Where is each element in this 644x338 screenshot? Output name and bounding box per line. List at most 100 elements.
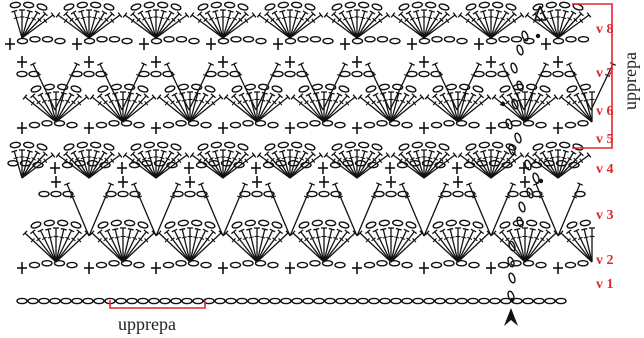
single-crochet bbox=[84, 262, 94, 274]
single-crochet bbox=[185, 176, 195, 188]
double-crochet bbox=[190, 231, 223, 262]
double-crochet bbox=[525, 229, 543, 262]
chain-stitch bbox=[580, 220, 591, 226]
double-crochet bbox=[257, 13, 290, 38]
double-crochet bbox=[123, 93, 141, 122]
double-crochet bbox=[138, 11, 156, 38]
chain-stitch bbox=[8, 161, 18, 166]
single-crochet bbox=[206, 38, 216, 50]
chain-stitch bbox=[244, 37, 254, 42]
chain-stitch bbox=[206, 71, 216, 76]
chain-stitch bbox=[311, 37, 321, 42]
double-crochet bbox=[324, 93, 342, 122]
chain-stitch bbox=[43, 37, 53, 42]
double-crochet bbox=[71, 151, 89, 178]
chain-stitch bbox=[109, 261, 119, 266]
chain-stitch bbox=[578, 121, 588, 126]
repeat-label-right: upprepa bbox=[620, 52, 641, 110]
single-crochet bbox=[553, 262, 563, 274]
row-label-8: v 8 bbox=[596, 22, 614, 38]
single-crochet bbox=[117, 162, 127, 174]
double-crochet bbox=[559, 231, 592, 262]
chain-stitch bbox=[191, 220, 201, 226]
chain-stitch bbox=[323, 38, 333, 43]
double-crochet bbox=[391, 231, 424, 262]
chain-stitch bbox=[97, 262, 107, 267]
chain-stitch bbox=[566, 221, 577, 229]
single-crochet bbox=[5, 38, 15, 50]
chain-stitch bbox=[170, 3, 181, 11]
chain-stitch bbox=[281, 298, 291, 303]
chain-stitch bbox=[286, 38, 296, 43]
chain-stitch bbox=[518, 201, 526, 212]
double-crochet bbox=[339, 151, 357, 178]
double-crochet bbox=[540, 11, 558, 38]
single-crochet bbox=[84, 122, 94, 134]
chain-stitch bbox=[353, 38, 363, 43]
chain-stitch bbox=[285, 71, 295, 76]
chain-stitch bbox=[492, 2, 502, 8]
chain-stitch bbox=[432, 122, 442, 127]
chain-stitch bbox=[402, 122, 412, 127]
chain-stitch bbox=[17, 71, 27, 76]
chain-stitch bbox=[556, 298, 566, 303]
chain-stitch bbox=[85, 38, 95, 43]
double-crochet bbox=[105, 229, 123, 262]
chain-stitch bbox=[304, 3, 315, 11]
chain-stitch bbox=[77, 142, 88, 148]
chain-stitch bbox=[575, 191, 585, 196]
double-crochet bbox=[473, 151, 491, 178]
single-crochet bbox=[285, 56, 295, 68]
chain-stitch bbox=[331, 143, 342, 151]
chain-stitch bbox=[335, 262, 345, 267]
chain-stitch bbox=[365, 122, 375, 127]
chain-stitch bbox=[510, 62, 518, 73]
chain-stitch bbox=[245, 220, 256, 226]
slip-stitch bbox=[501, 102, 505, 106]
chain-stitch bbox=[432, 221, 443, 229]
chain-stitch bbox=[307, 191, 317, 196]
chain-stitch bbox=[211, 2, 222, 8]
chain-stitch bbox=[177, 37, 187, 42]
chain-stitch bbox=[23, 2, 33, 8]
chain-stitch bbox=[139, 71, 149, 76]
double-crochet bbox=[22, 151, 40, 178]
chain-stitch bbox=[345, 142, 356, 148]
chain-stitch bbox=[237, 143, 248, 151]
chain-stitch bbox=[36, 3, 47, 11]
chain-stitch bbox=[151, 71, 161, 76]
chain-stitch bbox=[63, 3, 74, 11]
single-crochet bbox=[251, 162, 261, 174]
chain-stitch bbox=[390, 38, 400, 43]
chain-stitch bbox=[392, 220, 402, 226]
double-crochet bbox=[90, 95, 123, 122]
chain-stitch bbox=[523, 298, 533, 303]
chain-stitch bbox=[336, 298, 346, 303]
chain-stitch bbox=[164, 37, 174, 42]
chain-stitch bbox=[110, 37, 120, 42]
chain-stitch bbox=[144, 142, 155, 148]
chain-stitch bbox=[325, 298, 335, 303]
chain-stitch bbox=[371, 3, 382, 11]
chain-stitch bbox=[446, 298, 456, 303]
chain-stitch bbox=[264, 3, 275, 11]
chain-stitch bbox=[432, 85, 443, 93]
double-crochet bbox=[257, 231, 290, 262]
chain-stitch bbox=[541, 71, 551, 76]
chain-stitch bbox=[459, 220, 469, 226]
chain-stitch bbox=[137, 221, 148, 229]
chain-stitch bbox=[77, 2, 88, 8]
chain-stitch bbox=[215, 298, 225, 303]
chain-stitch bbox=[157, 142, 167, 148]
chain-stitch bbox=[70, 85, 81, 93]
chain-stitch bbox=[144, 2, 155, 8]
single-crochet bbox=[419, 262, 429, 274]
chain-stitch bbox=[103, 143, 114, 151]
chain-stitch bbox=[291, 2, 301, 8]
double-crochet bbox=[257, 229, 275, 262]
chain-stitch bbox=[345, 2, 356, 8]
single-crochet bbox=[407, 38, 417, 50]
chain-stitch bbox=[182, 298, 192, 303]
single-crochet bbox=[419, 122, 429, 134]
